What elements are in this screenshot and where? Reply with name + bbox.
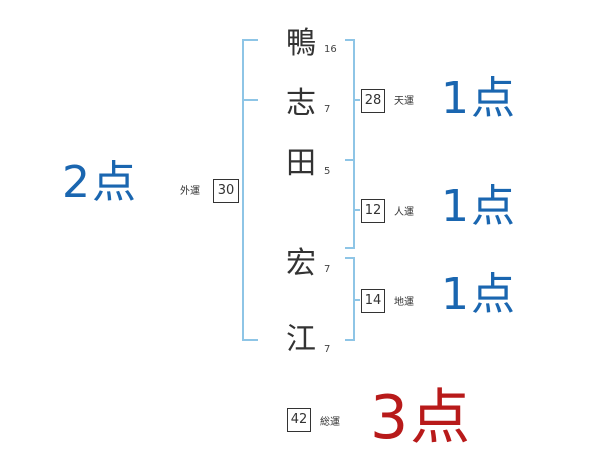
soukaku-value: 42 (287, 408, 311, 432)
soukaku-label: 総運 (320, 417, 340, 428)
tenkaku-label: 天運 (394, 96, 414, 107)
name-char-2-strokes: 7 (324, 104, 331, 115)
name-char-5: 江 (286, 322, 316, 357)
tenkaku-value: 28 (361, 89, 385, 113)
gaikaku-label: 外運 (180, 186, 200, 197)
name-char-3-strokes: 5 (324, 166, 331, 177)
jinkaku-label: 人運 (394, 207, 414, 218)
name-char-4: 宏 (286, 246, 316, 281)
name-char-5-strokes: 7 (324, 344, 331, 355)
chikaku-bracket (345, 257, 355, 341)
name-char-2: 志 (286, 86, 316, 121)
tenkaku-score: 1点 (441, 73, 517, 124)
name-char-3: 田 (286, 146, 316, 181)
name-char-4-strokes: 7 (324, 264, 331, 275)
chikaku-value: 14 (361, 289, 385, 313)
chikaku-label: 地運 (394, 297, 414, 308)
jinkaku-bracket (345, 159, 355, 249)
soukaku-score: 3点 (370, 383, 473, 453)
name-char-1: 鴨 (286, 26, 316, 61)
tenkaku-bracket (345, 39, 355, 161)
jinkaku-value: 12 (361, 199, 385, 223)
name-char-1-strokes: 16 (324, 44, 337, 55)
gaikaku-score: 2点 (62, 157, 138, 208)
jinkaku-score: 1点 (441, 181, 517, 232)
chikaku-score: 1点 (441, 269, 517, 320)
gaikaku-bracket (242, 39, 258, 341)
gaikaku-value: 30 (213, 179, 239, 203)
